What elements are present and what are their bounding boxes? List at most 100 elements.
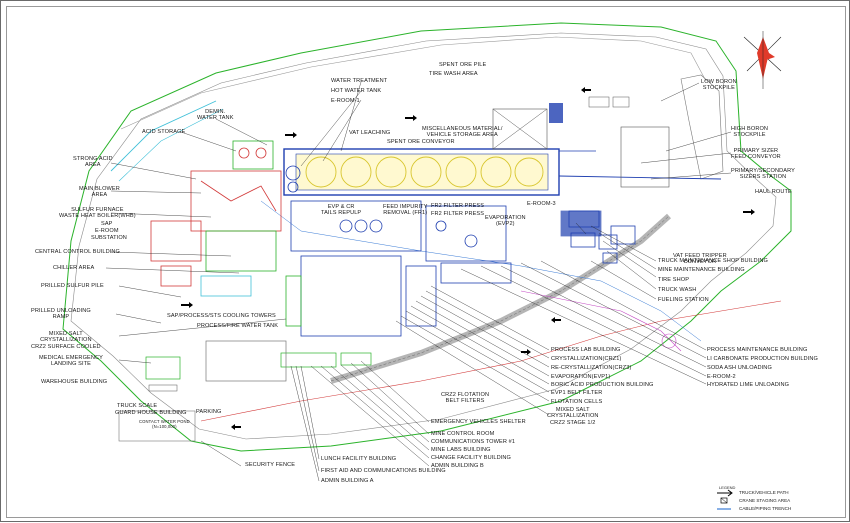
label-crz2-flotation: CRZ2 FLOTATION BELT FILTERS	[441, 392, 490, 405]
label-first-aid: FIRST AID AND COMMUNICATIONS BUILDING	[321, 468, 446, 474]
label-prilled-unloading: PRILLED UNLOADING RAMP	[31, 308, 91, 321]
label-process-maint: PROCESS MAINTENANCE BUILDING	[707, 347, 808, 353]
label-soda-ash: SODA ASH UNLOADING	[707, 365, 772, 371]
label-process-fire-tank: PROCESS/FIRE WATER TANK	[197, 323, 279, 329]
label-lunch-facility: LUNCH FACILITY BUILDING	[321, 456, 397, 462]
legend-title: LEGEND	[719, 485, 736, 490]
label-main-blower-area: MAIN BLOWER AREA	[79, 186, 120, 199]
label-feed-impurity: FEED IMPURITY REMOVAL (FR1)	[383, 204, 428, 217]
label-truck-maint-shop: TRUCK MAINTENANCE SHOP BUILDING	[658, 258, 768, 264]
label-demin-water-tank: DEMIN. WATER TANK	[197, 109, 234, 122]
label-warehouse: WAREHOUSE BUILDING	[41, 379, 108, 385]
label-admin-b: ADMIN BUILDING B	[431, 463, 484, 469]
label-primary-secondary-sizers: PRIMARY/SECONDARY SIZERS STATION	[731, 168, 795, 181]
label-crystallization-crz1: CRYSTALLIZATION(CRZ1)	[551, 356, 622, 362]
label-security-fence: SECURITY FENCE	[245, 462, 296, 468]
label-substation: SUBSTATION	[91, 235, 127, 241]
label-li-carbonate: LI CARBONATE PRODUCTION BUILDING	[707, 356, 818, 362]
magenta-route	[520, 290, 682, 352]
label-e-room-3: E-ROOM-3	[527, 201, 556, 207]
site-boundary-line	[70, 32, 777, 440]
red-route	[200, 300, 782, 422]
security-fence-line	[62, 22, 792, 452]
label-mine-labs: MINE LABS BUILDING	[431, 447, 491, 453]
label-evaporation-evp2: EVAPORATION (EVP2)	[485, 215, 526, 228]
legend-item-cable-trench: CABLE/PIPING TRENCH	[739, 506, 792, 511]
label-water-treatment: WATER TREATMENT	[331, 78, 388, 84]
label-spent-ore-pile: SPENT ORE PILE	[439, 62, 487, 68]
label-primary-sizer: PRIMARY SIZER FEED CONVEYOR	[731, 148, 781, 161]
label-emergency-vehicles: EMERGENCY VEHICLES SHELTER	[431, 419, 526, 425]
leader-lines	[105, 81, 732, 482]
label-guard-house: GUARD HOUSE BUILDING	[115, 410, 187, 416]
label-evp1-belt-filter: EVP1 BELT FILTER	[551, 390, 603, 396]
label-tire-shop: TIRE SHOP	[658, 277, 690, 283]
label-process-lab: PROCESS LAB BUILDING	[551, 347, 621, 353]
admin-buildings	[145, 340, 372, 382]
north-arrow-icon	[743, 31, 782, 89]
label-e-room-2: E-ROOM-2	[707, 374, 736, 380]
label-medical-emergency: MEDICAL EMERGENCY LANDING SITE	[39, 355, 103, 368]
legend-item-truck-path: TRUCK/VEHICLE PATH	[739, 490, 789, 495]
label-vat-leaching: VAT LEACHING	[349, 130, 391, 136]
label-mine-control: MINE CONTROL ROOM	[431, 431, 495, 437]
label-truck-wash: TRUCK WASH	[658, 287, 697, 293]
label-mine-maint: MINE MAINTENANCE BUILDING	[658, 267, 745, 273]
vat-leaching-frame	[283, 148, 560, 196]
label-comm-tower: COMMUNICATIONS TOWER #1	[431, 439, 516, 445]
contact-water-pond	[118, 410, 196, 442]
vat-tanks	[305, 156, 544, 188]
cyan-channel-2	[118, 108, 224, 182]
acid-plant	[150, 140, 282, 297]
label-haul-route: HAUL ROUTE	[755, 189, 792, 195]
label-evp-cr-tails: EVP & CR TAILS REPULP	[321, 204, 362, 217]
misc-storage-area	[492, 108, 548, 150]
label-mixed-salt-crz2: MIXED SALT CRYSTALLIZATION CRZ2 SURFACE …	[31, 331, 101, 350]
label-acid-storage: ACID STORAGE	[142, 129, 186, 135]
label-e-room-1: E-ROOM-1	[331, 98, 360, 104]
vat-leaching-inner	[295, 153, 549, 191]
label-chiller-area: CHILLER AREA	[53, 265, 95, 271]
tire-wash-box	[549, 103, 563, 123]
label-strong-acid-area: STRONG ACID AREA	[73, 156, 113, 169]
label-boric-acid: BORIC ACID PRODUCTION BUILDING	[551, 382, 654, 388]
process-area	[285, 200, 636, 337]
label-sap-cooling: SAP/PROCESS/STS COOLING TOWERS	[167, 313, 276, 319]
label-vat-feed-tripper: VAT FEED TRIPPER CONVEYOR	[673, 253, 727, 266]
legend-symbols	[717, 489, 733, 510]
label-fr2-filter-press-b: FR2 FILTER PRESS	[431, 211, 485, 217]
label-central-control: CENTRAL CONTROL BUILDING	[35, 249, 120, 255]
label-re-crystallization: RE-CRYSTALLIZATION(CRZ3)	[551, 365, 632, 371]
label-e-room: E-ROOM	[95, 228, 119, 234]
label-sap: SAP	[101, 221, 113, 227]
label-contact-water-pond: CONTACT WATER POND (N=100,000)	[139, 419, 190, 429]
label-spent-ore-conveyor: SPENT ORE CONVEYOR	[387, 139, 455, 145]
label-high-boron-stockpile: HIGH BORON STOCKPILE	[731, 126, 769, 139]
high-boron-stockpile-box	[620, 126, 670, 188]
label-misc-storage: MISCELLANEOUS MATERIAL/ VEHICLE STORAGE …	[422, 126, 503, 139]
label-low-boron-stockpile: LOW BORON STOCKPILE	[701, 79, 737, 92]
label-change-facility: CHANGE FACILITY BUILDING	[431, 455, 512, 461]
label-truck-scale: TRUCK SCALE	[117, 403, 158, 409]
conveyor-line	[558, 175, 722, 180]
drawing-border	[6, 6, 846, 518]
label-fueling-station: FUELING STATION	[658, 297, 709, 303]
label-parking: PARKING	[196, 409, 222, 415]
label-admin-a: ADMIN BUILDING A	[321, 478, 374, 484]
haul-road-main-edge	[330, 215, 670, 382]
label-mixed-salt-crz2-stage: MIXED SALT CRYSTALLIZATION CRZ2 STAGE 1/…	[547, 407, 599, 426]
cyan-channel	[110, 100, 217, 172]
label-hydrated-lime: HYDRATED LIME UNLOADING	[707, 382, 790, 388]
label-prilled-sulfur-pile: PRILLED SULFUR PILE	[41, 283, 104, 289]
truck-scale-box	[148, 384, 178, 392]
stockpile-outline	[680, 74, 724, 180]
label-fr2-filter-press-a: FR2 FILTER PRESS	[431, 203, 485, 209]
haul-road-outer	[120, 36, 707, 130]
label-evaporation-evp1: EVAPORATION(EVP1)	[551, 374, 611, 380]
hot-water-tank-circle	[285, 165, 301, 181]
truck-path-arrows	[181, 87, 755, 430]
process-maint-circle	[661, 333, 677, 349]
legend-item-crane-staging: CRANE STAGING AREA	[739, 498, 791, 503]
